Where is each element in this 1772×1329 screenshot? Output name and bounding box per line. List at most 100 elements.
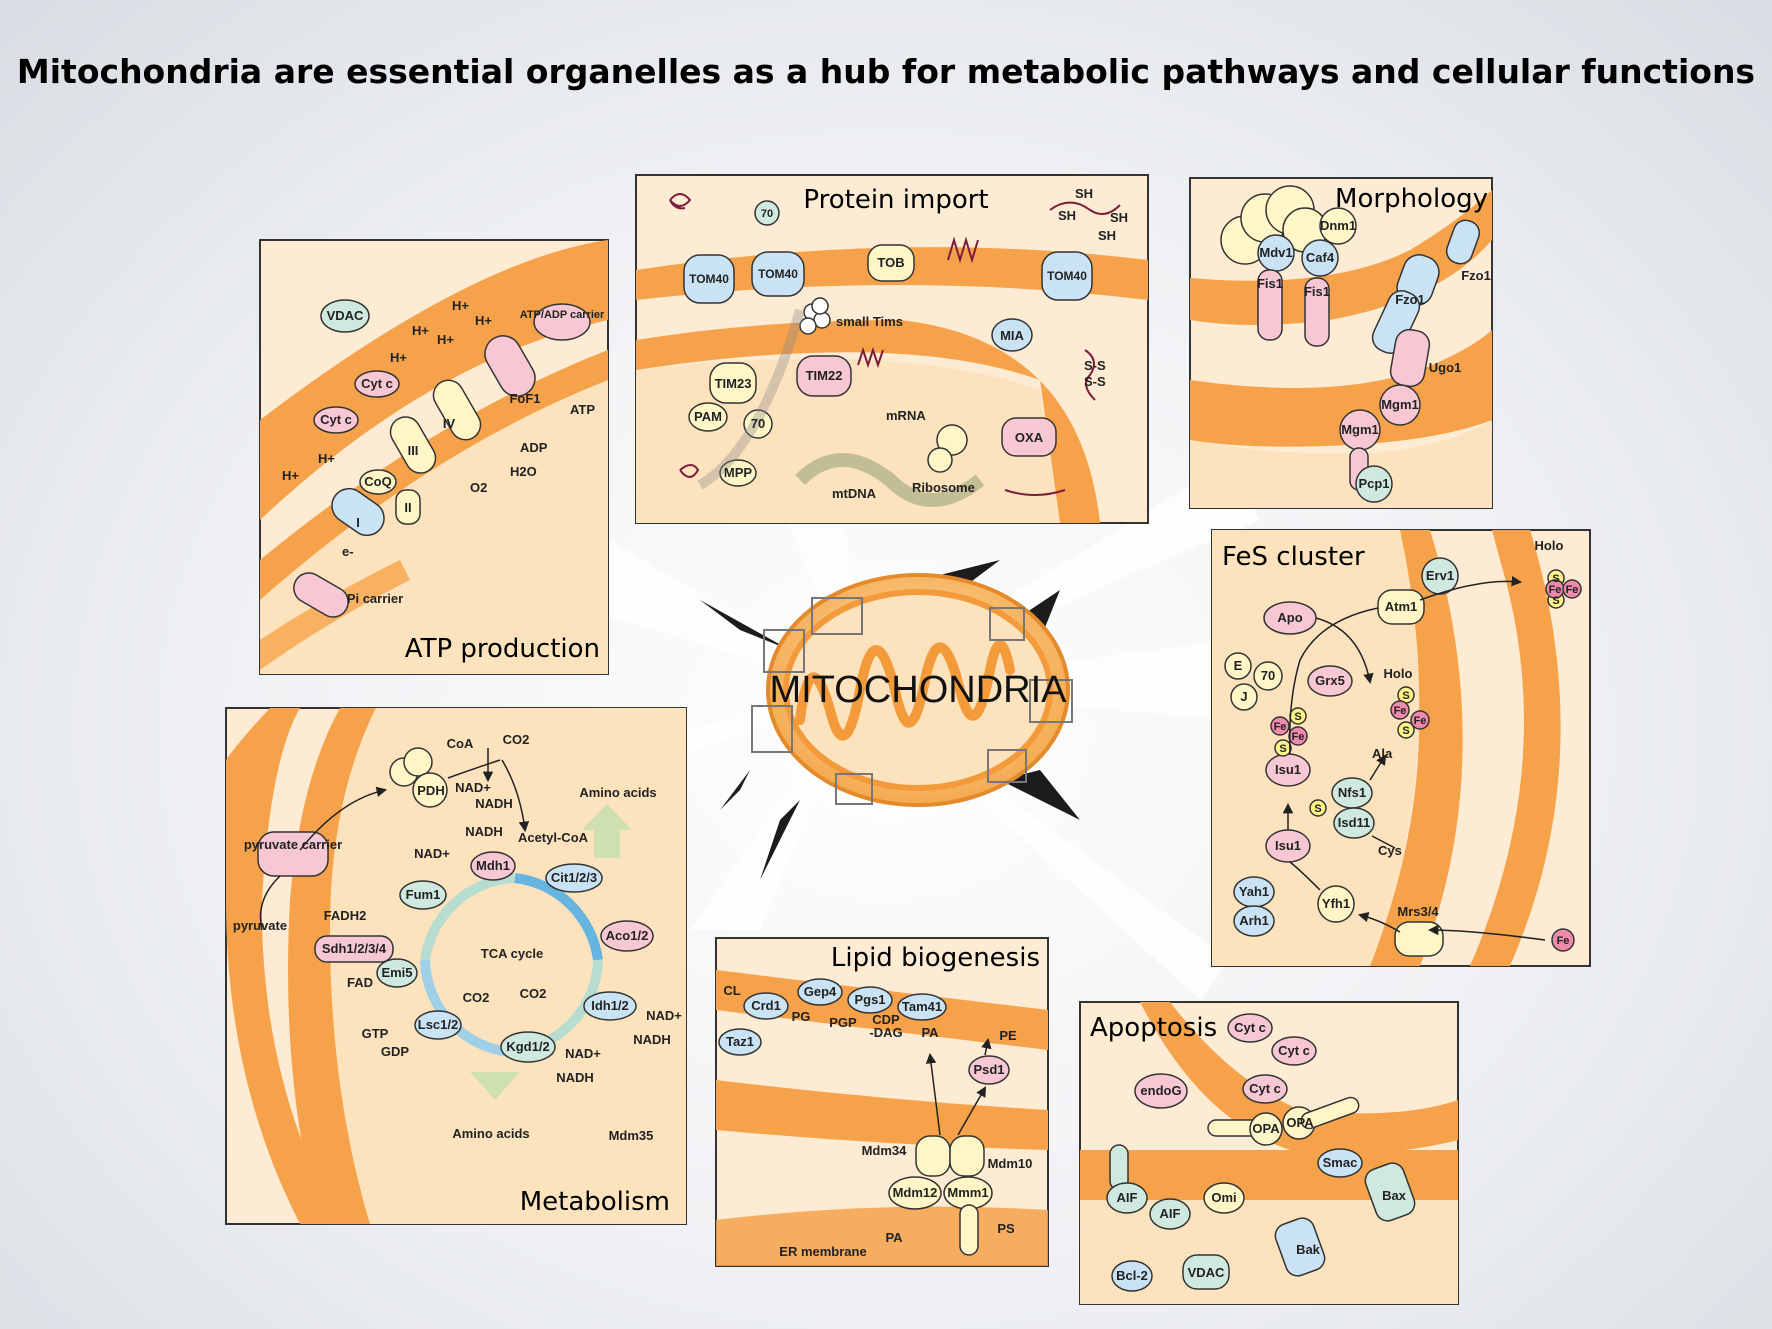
svg-text:Idh1/2: Idh1/2 xyxy=(591,998,629,1013)
svg-text:Mdm12: Mdm12 xyxy=(893,1185,938,1200)
svg-text:Bak: Bak xyxy=(1296,1242,1321,1257)
svg-text:Psd1: Psd1 xyxy=(973,1062,1004,1077)
svg-text:CL: CL xyxy=(723,983,740,998)
svg-text:MPP: MPP xyxy=(724,465,753,480)
svg-text:Pi carrier: Pi carrier xyxy=(347,591,403,606)
svg-text:Fe: Fe xyxy=(1292,731,1305,743)
svg-text:S: S xyxy=(1314,803,1321,815)
svg-text:Cyt c: Cyt c xyxy=(1249,1081,1281,1096)
fes-proteins xyxy=(1224,557,1582,957)
svg-text:Holo: Holo xyxy=(1384,666,1413,681)
lipid-proteins xyxy=(718,978,1010,1256)
svg-text:CoQ: CoQ xyxy=(364,474,391,489)
atp-title: ATP production xyxy=(405,634,600,664)
page-title: Mitochondria are essential organelles as… xyxy=(16,52,1756,91)
metab-enzymes xyxy=(257,747,654,1063)
svg-text:OPA: OPA xyxy=(1252,1121,1280,1136)
svg-text:pyruvate: pyruvate xyxy=(233,918,287,933)
fes-labels: Holo Holo Erv1 Atm1 Apo E J 70 Grx5 Isu1… xyxy=(1234,538,1579,947)
svg-text:J: J xyxy=(1240,689,1247,704)
svg-text:PA: PA xyxy=(885,1230,903,1245)
svg-text:NADH: NADH xyxy=(475,796,513,811)
svg-text:Cit1/2/3: Cit1/2/3 xyxy=(551,870,597,885)
svg-text:NAD+: NAD+ xyxy=(455,780,491,795)
svg-text:Bax: Bax xyxy=(1382,1188,1407,1203)
svg-text:VDAC: VDAC xyxy=(327,308,364,323)
svg-text:H+: H+ xyxy=(475,313,492,328)
svg-text:ATP: ATP xyxy=(570,402,595,417)
svg-text:H+: H+ xyxy=(452,298,469,313)
import-substrates xyxy=(669,193,1121,496)
svg-text:Acetyl-CoA: Acetyl-CoA xyxy=(518,830,589,845)
svg-text:Pcp1: Pcp1 xyxy=(1358,476,1389,491)
central-mitochondrion[interactable]: MITOCHONDRIA xyxy=(751,573,1073,807)
panel-protein-import[interactable]: TOM40 TOM40 TOM40 70 TOB small Tims TIM2… xyxy=(635,174,1149,524)
panel-lipid-biogenesis[interactable]: CL Crd1 Gep4 Pgs1 Tam41 PG PGP CDP -DAG … xyxy=(715,937,1049,1267)
panel-atp-production[interactable]: VDAC Cyt c Cyt c CoQ I II III IV FoF1 AT… xyxy=(259,239,609,675)
svg-text:FADH2: FADH2 xyxy=(324,908,367,923)
svg-text:Fe: Fe xyxy=(1566,584,1579,596)
metab-title: Metabolism xyxy=(520,1187,670,1217)
svg-text:CO2: CO2 xyxy=(520,986,547,1001)
svg-text:Caf4: Caf4 xyxy=(1306,250,1335,265)
apop-proteins xyxy=(1106,1013,1416,1292)
panel-apoptosis[interactable]: Cyt c Cyt c Cyt c endoG OPA OPA Smac AIF… xyxy=(1079,1001,1459,1305)
svg-text:Lsc1/2: Lsc1/2 xyxy=(418,1017,458,1032)
svg-text:Fe: Fe xyxy=(1394,705,1407,717)
svg-text:H+: H+ xyxy=(437,332,454,347)
svg-text:TOM40: TOM40 xyxy=(758,267,798,281)
svg-text:S: S xyxy=(1552,595,1559,607)
svg-text:NAD+: NAD+ xyxy=(414,846,450,861)
panel-morphology[interactable]: Dnm1 Mdv1 Caf4 Fis1 Fis1 Fzo1 Fzo1 Ugo1 … xyxy=(1189,177,1493,509)
svg-text:PDH: PDH xyxy=(417,783,444,798)
svg-text:Mgm1: Mgm1 xyxy=(1341,422,1379,437)
svg-text:Fis1: Fis1 xyxy=(1304,284,1330,299)
apop-labels: Cyt c Cyt c Cyt c endoG OPA OPA Smac AIF… xyxy=(1116,1020,1407,1283)
svg-text:Erv1: Erv1 xyxy=(1426,568,1454,583)
svg-text:S-S: S-S xyxy=(1084,358,1106,373)
svg-text:Fzo1: Fzo1 xyxy=(1461,268,1491,283)
svg-text:SH: SH xyxy=(1075,186,1093,201)
panel-metabolism[interactable]: CoA CO2 PDH NAD+ NADH Acetyl-CoA Amino a… xyxy=(225,707,687,1225)
svg-text:Crd1: Crd1 xyxy=(751,998,781,1013)
svg-text:Fe: Fe xyxy=(1414,715,1427,727)
morph-labels: Dnm1 Mdv1 Caf4 Fis1 Fis1 Fzo1 Fzo1 Ugo1 … xyxy=(1257,218,1491,491)
panel-fes-cluster[interactable]: Holo Holo Erv1 Atm1 Apo E J 70 Grx5 Isu1… xyxy=(1211,529,1591,967)
svg-text:Emi5: Emi5 xyxy=(381,965,412,980)
svg-text:TOM40: TOM40 xyxy=(689,272,729,286)
svg-text:Mdv1: Mdv1 xyxy=(1259,245,1292,260)
svg-text:S: S xyxy=(1402,725,1409,737)
svg-text:Cyt c: Cyt c xyxy=(320,412,352,427)
svg-text:Pgs1: Pgs1 xyxy=(854,992,885,1007)
svg-text:S: S xyxy=(1402,690,1409,702)
svg-text:Fis1: Fis1 xyxy=(1257,276,1283,291)
svg-text:Omi: Omi xyxy=(1211,1190,1236,1205)
svg-text:PGP: PGP xyxy=(829,1015,857,1030)
svg-text:Aco1/2: Aco1/2 xyxy=(606,928,649,943)
svg-text:O2: O2 xyxy=(470,480,487,495)
svg-text:Ribosome: Ribosome xyxy=(912,480,975,495)
atp-complexes xyxy=(293,299,591,618)
svg-text:70: 70 xyxy=(1261,668,1275,683)
svg-text:TIM23: TIM23 xyxy=(715,376,752,391)
svg-text:PS: PS xyxy=(997,1221,1015,1236)
svg-text:Cyt c: Cyt c xyxy=(1234,1020,1266,1035)
apop-title: Apoptosis xyxy=(1090,1013,1217,1043)
svg-text:mtDNA: mtDNA xyxy=(832,486,877,501)
svg-text:VDAC: VDAC xyxy=(1188,1265,1225,1280)
pyruvate-carrier-label: pyruvate carrier xyxy=(244,837,342,852)
svg-text:Cyt c: Cyt c xyxy=(1278,1043,1310,1058)
svg-text:Isd11: Isd11 xyxy=(1338,815,1371,830)
lipid-labels: CL Crd1 Gep4 Pgs1 Tam41 PG PGP CDP -DAG … xyxy=(723,983,1032,1259)
svg-text:PG: PG xyxy=(792,1009,811,1024)
svg-text:SH: SH xyxy=(1110,210,1128,225)
import-proteins xyxy=(683,200,1093,487)
svg-text:Tam41: Tam41 xyxy=(902,999,942,1014)
svg-text:TOB: TOB xyxy=(877,255,904,270)
svg-text:Mdm34: Mdm34 xyxy=(862,1143,908,1158)
svg-text:MIA: MIA xyxy=(1000,328,1024,343)
svg-text:Dnm1: Dnm1 xyxy=(1320,218,1356,233)
atp-labels: VDAC Cyt c Cyt c CoQ I II III IV FoF1 AT… xyxy=(282,298,605,606)
svg-text:NAD+: NAD+ xyxy=(565,1046,601,1061)
